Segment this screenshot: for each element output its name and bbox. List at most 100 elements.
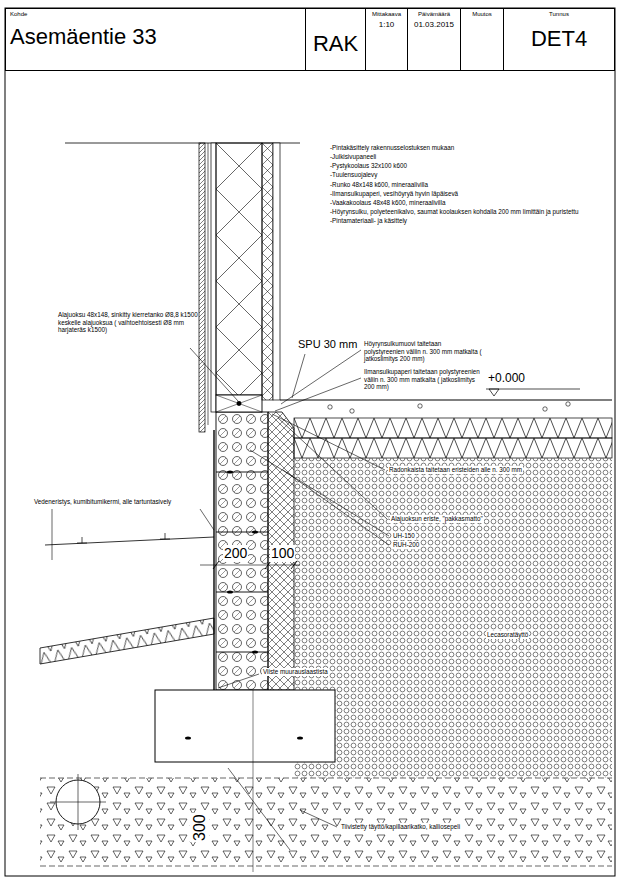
aggregate [328, 405, 332, 409]
field-value: Muutos [465, 11, 499, 18]
callout-note: Tiivistetty täyttö/kapillaarikatko, kall… [340, 823, 461, 831]
timber-wall [199, 143, 280, 432]
layer-item: -Ilmansulkupaperi, vesihöyryä hyvin läpä… [330, 189, 608, 198]
callout-note: Alajuoksu 48x148, sinkitty kierretanko Ø… [58, 311, 200, 334]
dim-line [200, 565, 300, 566]
aggregate [350, 409, 354, 413]
drain-pipe [50, 774, 106, 830]
leader-line [218, 674, 259, 688]
aggregate [543, 407, 547, 411]
aggregate [566, 402, 570, 406]
leader-line [52, 509, 53, 560]
field-caption: Kohde [10, 11, 301, 18]
material-label: UH-150 [392, 532, 416, 540]
leader-line [275, 378, 361, 411]
layer-item: -Vaakakoolaus 48x48 k600, mineraalivilla [330, 198, 608, 207]
dim-tick [265, 561, 271, 569]
material-label: Lecasoratäyttö [486, 631, 529, 639]
title-block-cell: Muutos [460, 8, 504, 71]
layer-item: -Runko 48x148 k600, mineraalivilla [330, 180, 608, 189]
dimension-label: 200 [223, 545, 248, 562]
mortar [227, 590, 233, 593]
callout-note: Alajuoksun eriste, "pakkasmatto" [390, 515, 484, 523]
field-value: 01.03.2015 [412, 18, 456, 29]
eps-layer [294, 438, 612, 458]
sill-cross [216, 395, 262, 412]
gravel-fill [40, 778, 612, 866]
callout-note: Höyrynsulkumuovi taitetaan polystyreenie… [364, 340, 482, 363]
dimension [200, 561, 300, 872]
callout-note: Viiste muurauslaastista [262, 668, 329, 676]
title-block-cell: Mittakaava1:10 [365, 8, 408, 71]
layer-item: -Tuulensuojalevy [330, 170, 608, 179]
callout-note: Radonkaista taitetaan eristeiden alle n.… [388, 466, 523, 474]
field-caption: Mittakaava [370, 11, 403, 18]
leader-line [292, 354, 305, 398]
eps-layer [294, 418, 612, 438]
leader-line [272, 414, 385, 470]
title-block-cell: Päivämäärä01.03.2015 [407, 8, 461, 71]
field-value: Asemäentie 33 [10, 18, 301, 49]
leader-line [283, 470, 389, 545]
stud-insulation [216, 143, 262, 395]
field-value: DET4 [508, 18, 610, 51]
leader-line [281, 350, 361, 404]
material-label: RUH-200 [392, 541, 420, 549]
layer-item: -Pintakäsittely rakennusselostuksen muka… [330, 143, 608, 152]
dimension-label: 100 [270, 545, 295, 562]
interior-board [273, 143, 280, 400]
leader-line [190, 348, 238, 401]
material-label: SPU 30 mm [298, 338, 357, 351]
title-block-cell: KohdeAsemäentie 33 [5, 8, 306, 71]
floor-slab [280, 400, 612, 413]
sill-cross [216, 395, 262, 412]
layer-item: -Pystykoolaus 32x100 k600 [330, 161, 608, 170]
callout-note: Ilmansulkupaperi taitetaan polystyreenie… [364, 368, 482, 391]
leca-fill [294, 458, 612, 778]
field-caption: Tunnus [508, 11, 610, 18]
inner-batten [262, 143, 273, 400]
ground-symbol [77, 537, 87, 543]
axis-line [253, 690, 254, 872]
outside-ground [40, 533, 214, 664]
leader-line [300, 810, 337, 827]
dim-tick [291, 561, 297, 569]
field-value: 1:10 [370, 18, 403, 29]
block-joint [216, 532, 268, 533]
field-value: RAK [310, 11, 361, 56]
layer-list: -Pintakäsittely rakennusselostuksen muka… [330, 143, 608, 225]
layer-item: -Höyrynsulku, polyeteenikalvo, saumat ko… [330, 207, 608, 216]
footing-body [155, 690, 335, 762]
layer-item: -Julkisivupaneeli [330, 152, 608, 161]
leader-line [228, 768, 290, 850]
frost-insulation [40, 618, 214, 664]
block-joint [216, 592, 268, 593]
level-marker [486, 389, 580, 396]
title-block-cell: RAK [305, 8, 366, 71]
mortar [252, 650, 258, 653]
cladding [199, 143, 205, 432]
pipe-axis [78, 774, 79, 830]
sheet-frame [5, 8, 615, 876]
waterproofing [213, 430, 214, 690]
leader-line [250, 450, 389, 536]
title-block-cell: TunnusDET4 [503, 8, 615, 71]
leader-line [200, 509, 214, 530]
leader-lines [52, 348, 389, 850]
block-joint [216, 472, 268, 473]
leader-line [278, 418, 387, 519]
batten [208, 143, 209, 425]
mortar [227, 470, 233, 473]
mortar [252, 530, 258, 533]
ground-symbol [160, 533, 170, 539]
level-label: +0.000 [488, 371, 525, 385]
dim-tick [213, 561, 219, 569]
dimension-label: 300 [190, 813, 209, 842]
anchor-rod [237, 401, 242, 406]
gravel-edge [40, 866, 612, 867]
slab-insulation [294, 418, 612, 458]
footing [155, 690, 335, 762]
field-caption: Päivämäärä [412, 11, 456, 18]
